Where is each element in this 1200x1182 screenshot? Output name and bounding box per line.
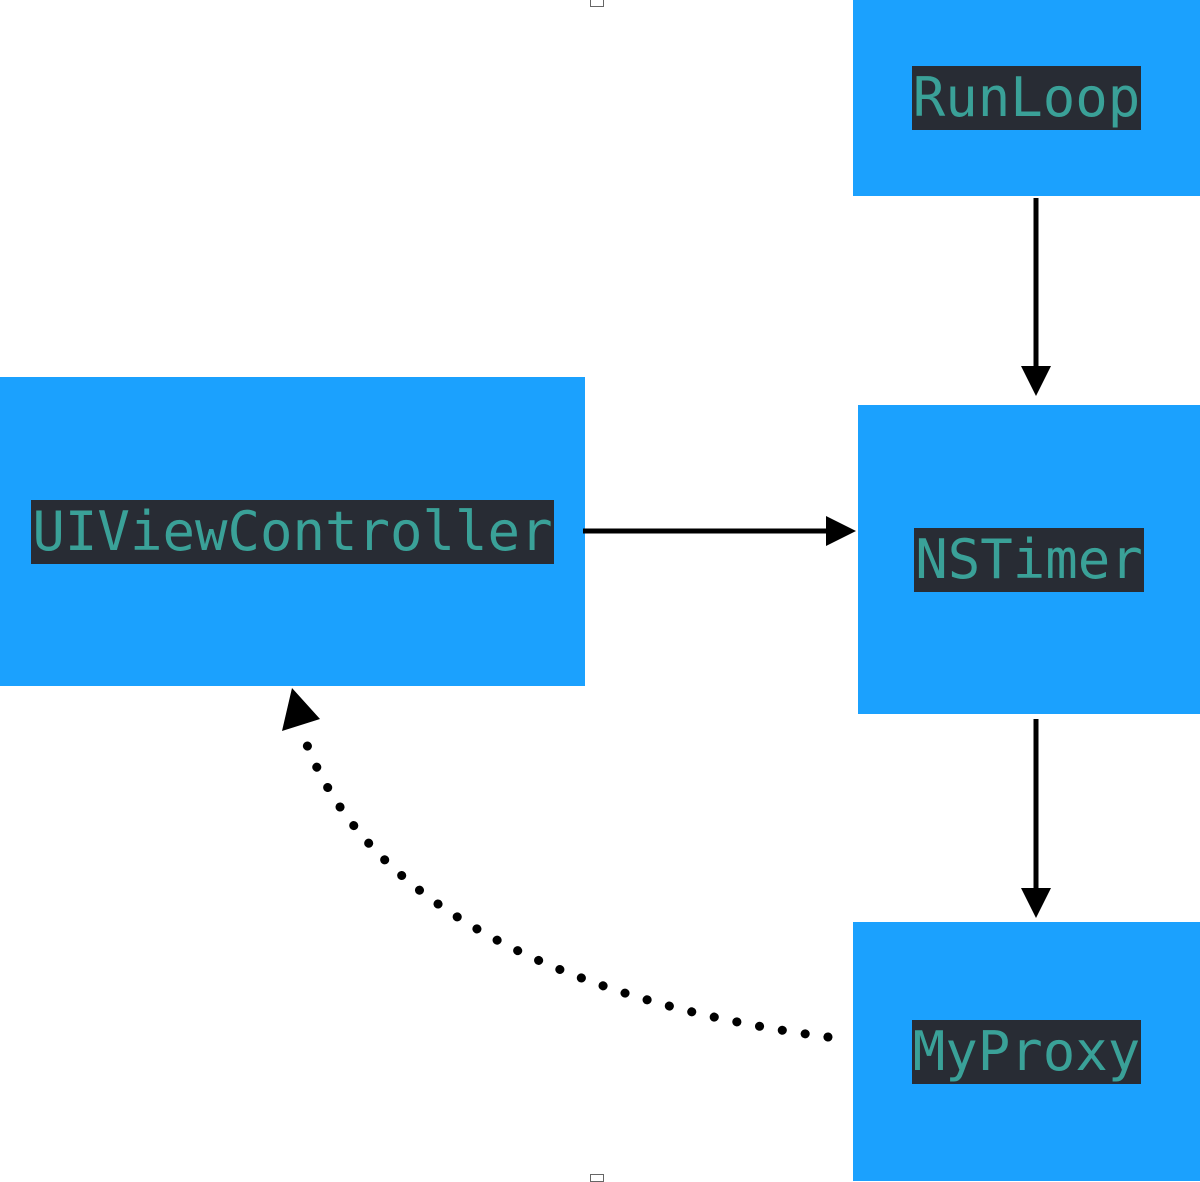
viewcontroller-node[interactable]: UIViewController: [0, 377, 585, 686]
runloop-node[interactable]: RunLoop: [853, 0, 1200, 196]
nstimer-node[interactable]: NSTimer: [858, 405, 1200, 714]
selection-handle-top[interactable]: [590, 0, 604, 7]
edge-viewcontroller-to-nstimer[interactable]: [583, 516, 856, 546]
edge-runloop-to-nstimer[interactable]: [1021, 198, 1051, 396]
arrowhead-icon: [1021, 888, 1051, 918]
arrowhead-icon: [282, 688, 320, 731]
nstimer-label: NSTimer: [914, 527, 1144, 592]
edge-myproxy-to-viewcontroller[interactable]: [282, 688, 833, 1042]
arrowhead-icon: [1021, 366, 1051, 396]
edge-nstimer-to-myproxy[interactable]: [1021, 719, 1051, 918]
runloop-label: RunLoop: [911, 66, 1142, 130]
myproxy-node[interactable]: MyProxy: [853, 922, 1200, 1181]
arrowhead-icon: [826, 516, 856, 546]
viewcontroller-label: UIViewController: [31, 499, 554, 564]
myproxy-label: MyProxy: [911, 1019, 1142, 1084]
edge-myproxy-viewcontroller-dotted-line: [302, 740, 833, 1042]
